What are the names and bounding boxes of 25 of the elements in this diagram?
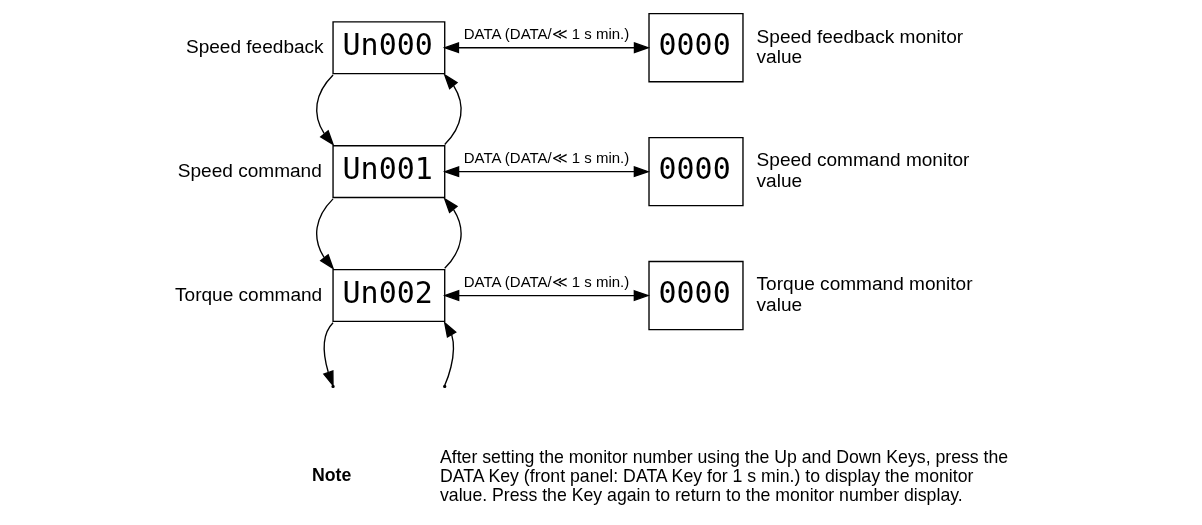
- node-box: 0000: [648, 136, 744, 207]
- label: Note: [311, 464, 352, 485]
- node-box: 0000: [648, 12, 744, 83]
- label: After setting the monitor number using the Up and Down Keys, press the DATA Key (front panel: DATA Key for 1 s min.) to display the monitor value. Press the Key again to return to the monitor number display.: [439, 446, 1009, 505]
- node-label: Torque command monitor value: [756, 273, 973, 315]
- node-label: Speed feedback: [185, 35, 324, 57]
- arrow: [443, 321, 457, 386]
- arrow: [443, 197, 462, 269]
- edge-label: DATA (DATA/≪ 1 s min.): [463, 149, 630, 167]
- edge-label: DATA (DATA/≪ 1 s min.): [463, 273, 630, 291]
- arrow: [316, 74, 335, 146]
- node-label: Speed command: [177, 159, 322, 181]
- arrow: [442, 165, 651, 178]
- arrow: [443, 73, 462, 146]
- node-label: Torque command: [175, 283, 323, 305]
- arrow: [443, 289, 650, 302]
- node-box: Un000: [332, 21, 446, 75]
- node-box: Un002: [332, 269, 446, 323]
- node-label: Speed command monitor value: [756, 149, 970, 191]
- arrow: [442, 41, 651, 54]
- arrow: [316, 198, 335, 270]
- node-label: Speed feedback monitor value: [756, 25, 964, 67]
- node-box: Un001: [332, 145, 446, 199]
- edge-label: DATA (DATA/≪ 1 s min.): [463, 25, 630, 43]
- node-box: 0000: [648, 260, 744, 331]
